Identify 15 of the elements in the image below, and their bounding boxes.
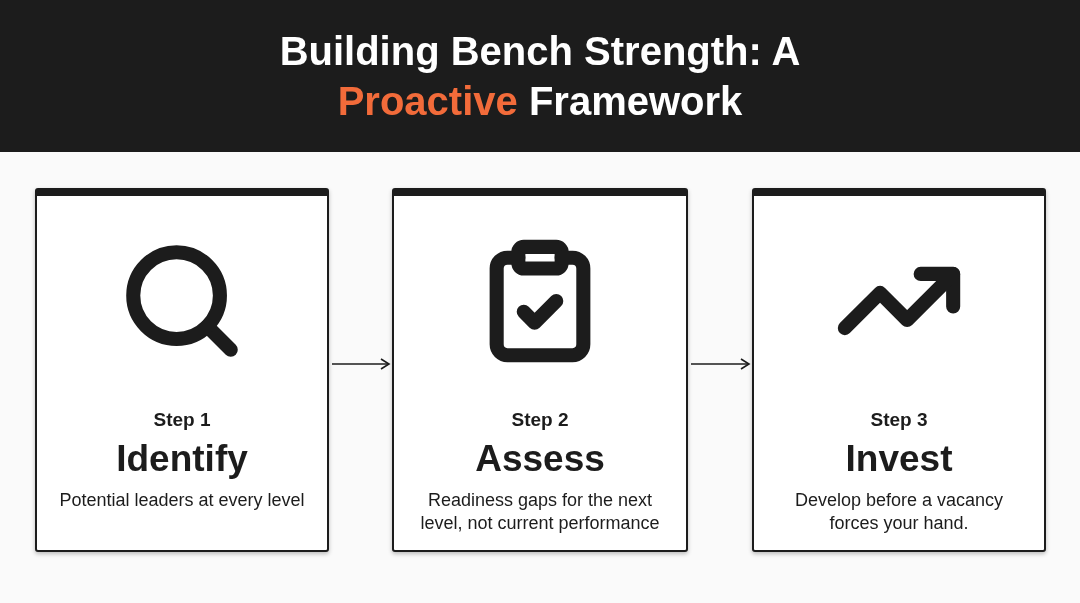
step-heading: Identify [116,436,248,481]
arrow [331,358,390,370]
step-card [35,188,329,552]
step-number: Step 3 [870,408,928,432]
step-number: Step 2 [511,408,569,432]
step-heading: Invest [845,436,953,481]
step-heading: Assess [475,436,605,481]
step-number: Step 1 [153,408,211,432]
step-card [752,188,1046,552]
step-description: Readiness gaps for the next level, not current performance [419,488,661,535]
step-description: Potential leaders at every level [58,488,306,512]
step-description: Develop before a vacancy forces your hand. [793,488,1005,535]
step-card [392,188,688,552]
arrow [690,358,750,370]
title: Building Bench Strength: A Proactive Framework [278,28,802,125]
